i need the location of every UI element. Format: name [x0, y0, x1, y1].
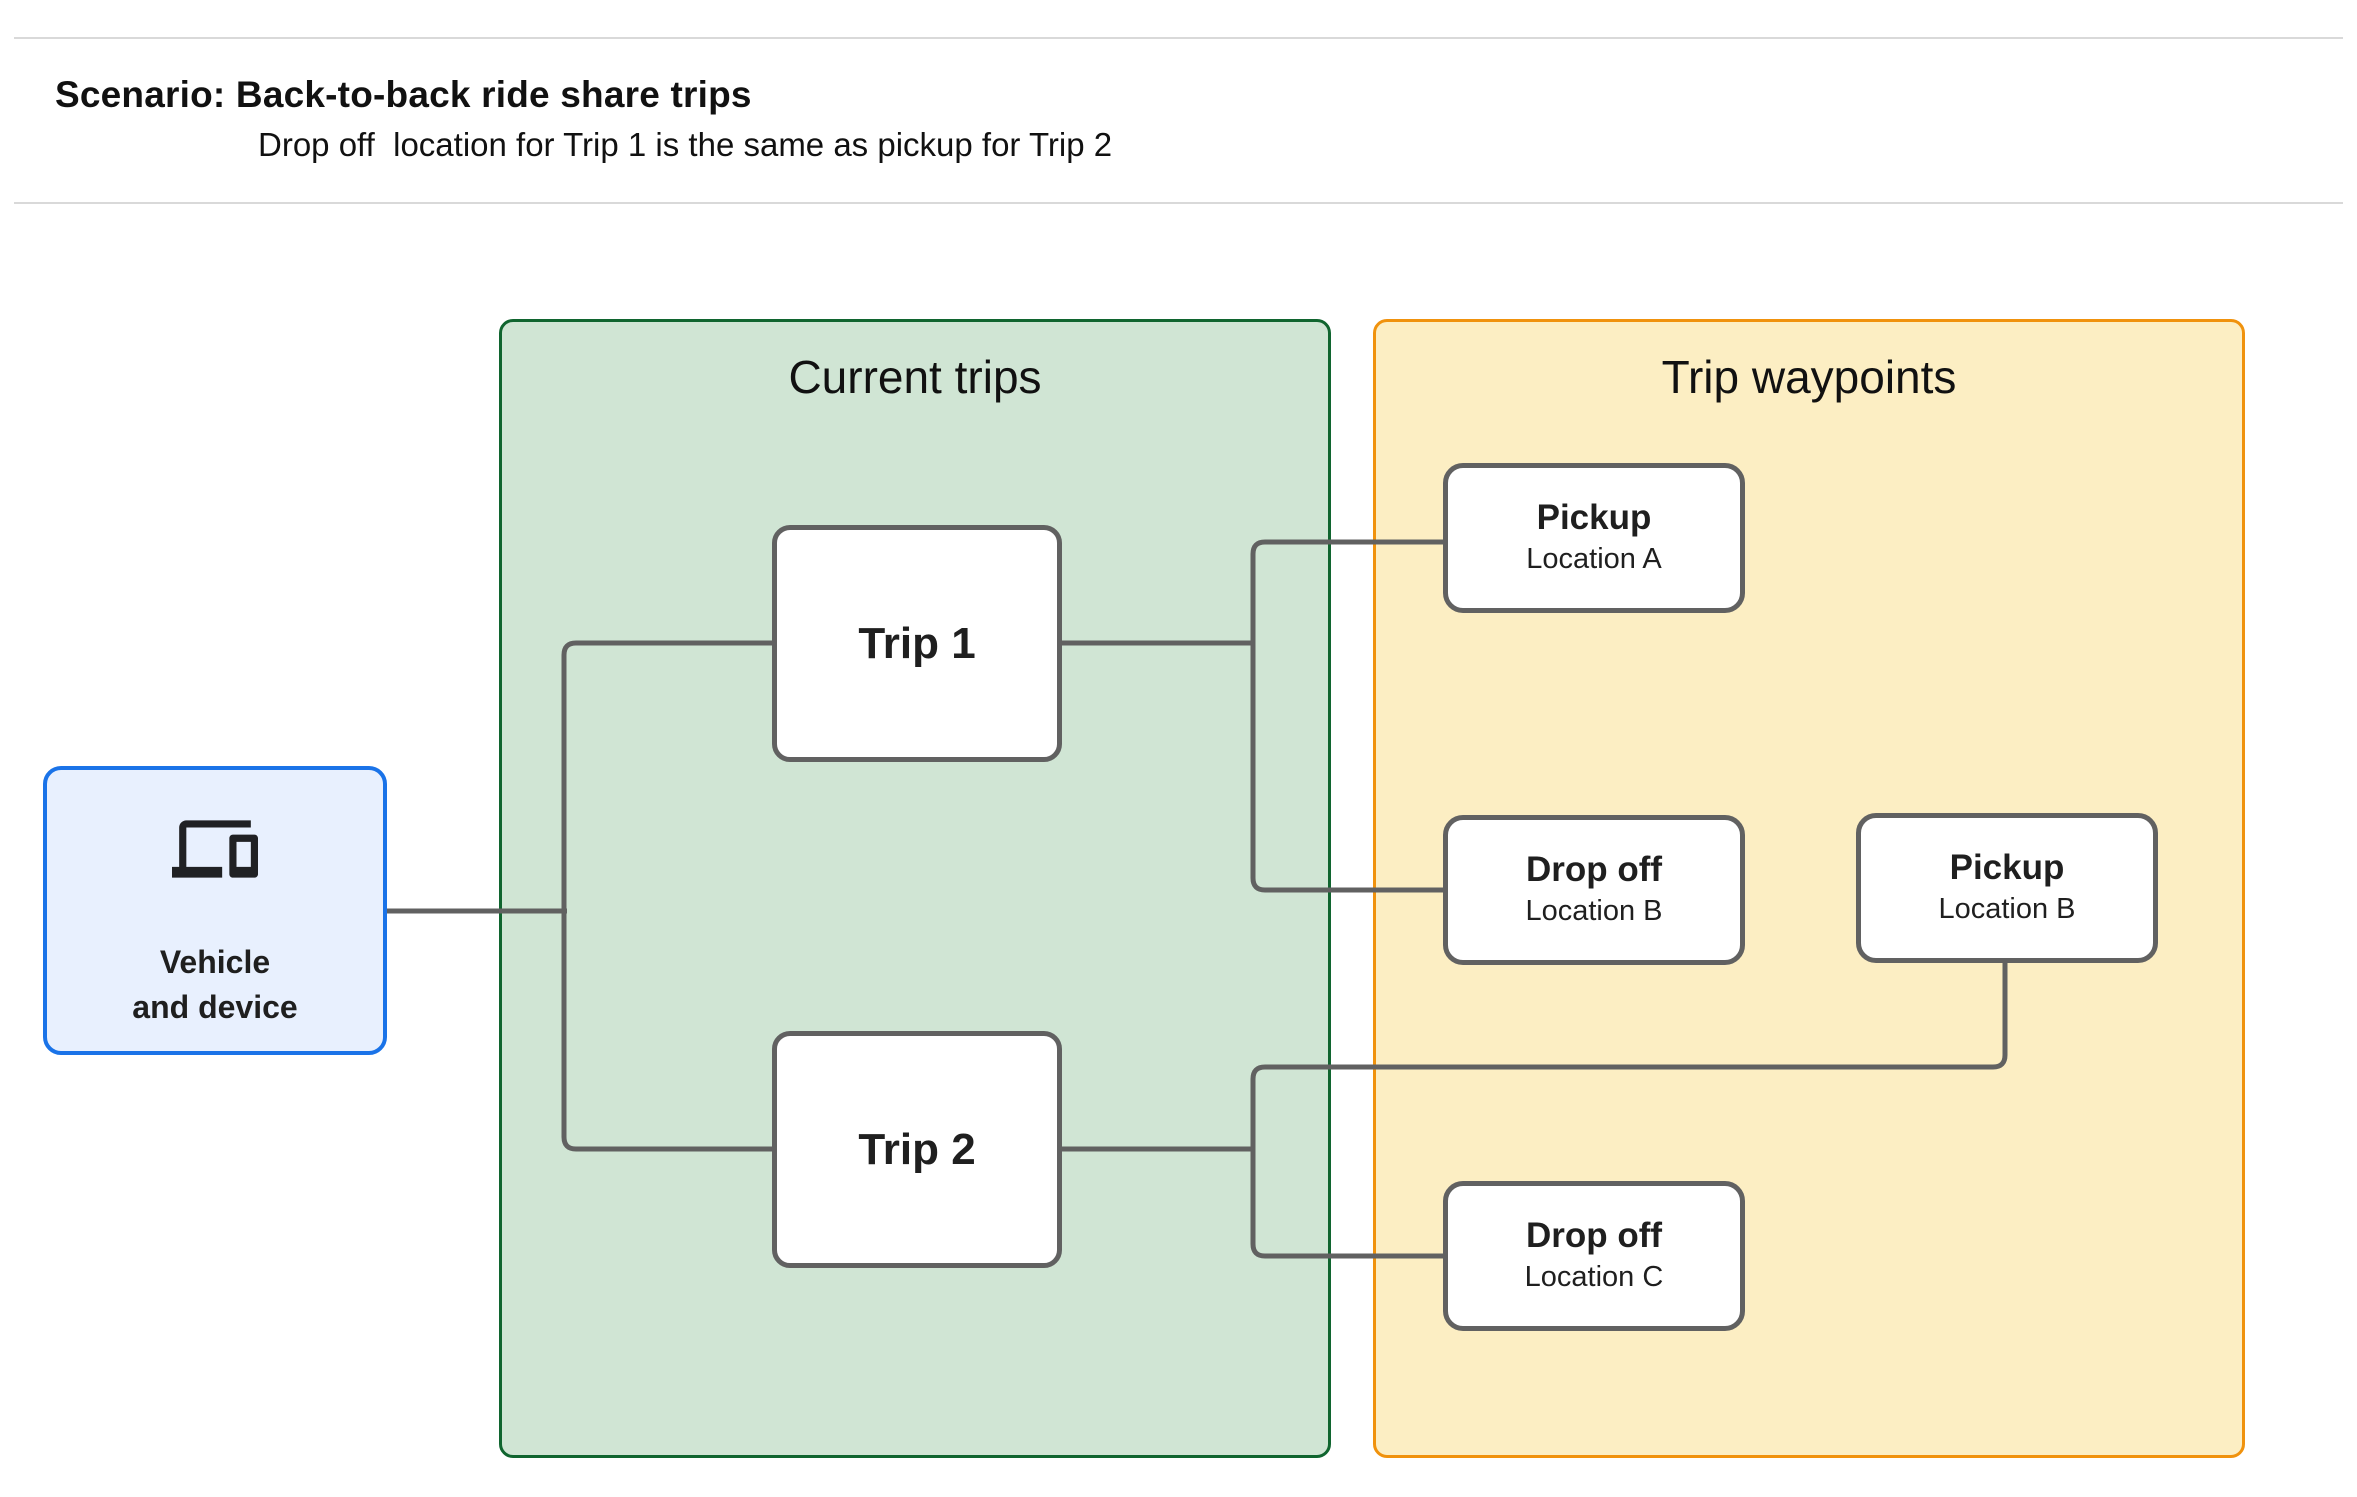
header-top-divider — [14, 37, 2343, 39]
vehicle-node-label: Vehicle and device — [132, 940, 297, 1030]
waypoint-title: Drop off — [1525, 850, 1663, 889]
waypoint-subtitle: Location A — [1526, 543, 1662, 575]
waypoint-subtitle: Location C — [1524, 1261, 1664, 1293]
header-bottom-divider — [14, 202, 2343, 204]
page-title: Scenario: Back-to-back ride share trips — [55, 74, 752, 115]
current-trips-title: Current trips — [788, 351, 1042, 403]
waypoint-dropoff-location-c: Drop off Location C — [1443, 1181, 1745, 1331]
trip-1-node: Trip 1 — [772, 525, 1062, 762]
trip-2-label: Trip 2 — [858, 1124, 976, 1174]
devices-icon — [172, 820, 258, 878]
page-subtitle: Drop off location for Trip 1 is the same… — [258, 126, 1113, 163]
trip-waypoints-title: Trip waypoints — [1661, 351, 1957, 403]
connector-trip2-waypoints-trunk — [1250, 960, 2008, 1259]
vehicle-label-line1: Vehicle — [159, 944, 271, 980]
waypoint-dropoff-location-b: Drop off Location B — [1443, 815, 1745, 965]
waypoint-pickup-location-b: Pickup Location B — [1856, 813, 2158, 963]
connector-trips-trunk — [561, 640, 775, 1152]
waypoint-title: Pickup — [1949, 848, 2065, 887]
waypoint-title: Drop off — [1525, 1216, 1663, 1255]
trip-1-label: Trip 1 — [858, 618, 976, 668]
vehicle-and-device-node: Vehicle and device — [43, 766, 387, 1055]
waypoint-subtitle: Location B — [1938, 893, 2076, 925]
trip-2-node: Trip 2 — [772, 1031, 1062, 1268]
current-trips-container: Current trips — [499, 319, 1331, 1458]
connector-trip1-waypoints-trunk — [1250, 539, 1446, 893]
vehicle-label-line2: and device — [132, 989, 298, 1025]
waypoint-pickup-location-a: Pickup Location A — [1443, 463, 1745, 613]
waypoint-title: Pickup — [1536, 498, 1652, 537]
waypoint-subtitle: Location B — [1525, 895, 1663, 927]
